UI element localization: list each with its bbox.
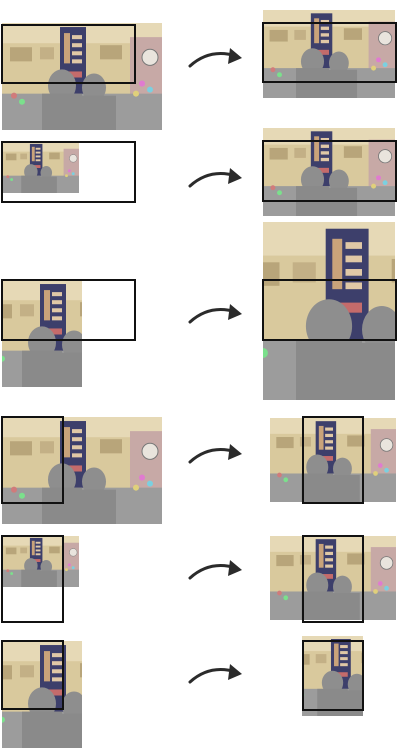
curved-arrow-right-icon <box>188 304 242 324</box>
curved-arrow-right-icon <box>188 48 242 68</box>
crop-frame <box>1 141 136 203</box>
curved-arrow-right-icon <box>188 168 242 188</box>
curved-arrow-right-icon <box>188 664 242 684</box>
result-frame <box>302 640 364 711</box>
result-frame <box>302 535 364 623</box>
crop-frame <box>1 416 64 504</box>
result-frame <box>302 416 364 504</box>
curved-arrow-right-icon <box>188 444 242 464</box>
result-frame <box>262 140 397 202</box>
curved-arrow-right-icon <box>188 560 242 580</box>
crop-frame <box>1 535 64 623</box>
crop-frame <box>1 279 136 341</box>
crop-frame <box>1 24 136 84</box>
crop-frame <box>1 640 64 710</box>
result-frame <box>262 22 397 83</box>
result-frame <box>262 279 397 341</box>
